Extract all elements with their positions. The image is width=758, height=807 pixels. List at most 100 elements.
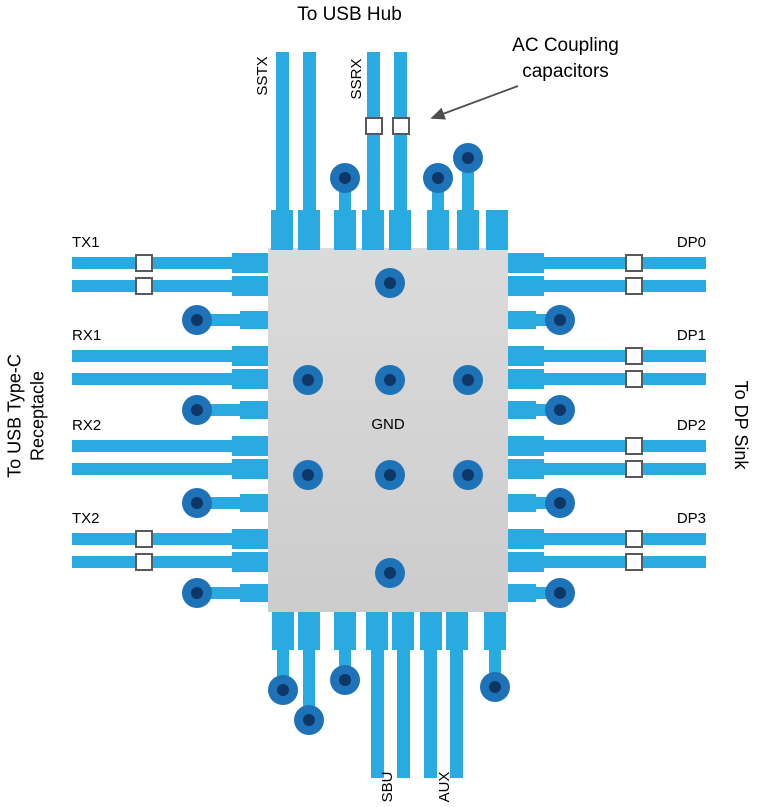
- via: [453, 143, 483, 173]
- pad: [508, 401, 536, 419]
- ac-coupling-capacitor: [625, 277, 643, 295]
- rx1-trace: [72, 373, 268, 385]
- pad: [508, 276, 544, 296]
- via: [182, 305, 212, 335]
- via: [545, 305, 575, 335]
- pad: [508, 584, 536, 602]
- pad: [508, 552, 544, 572]
- chip-ground-pad: GND: [268, 248, 508, 612]
- pad: [298, 612, 320, 650]
- label-ac-coupling: AC Coupling capacitors: [488, 33, 643, 85]
- label-ssrx: SSRX: [348, 58, 365, 100]
- pad: [240, 401, 268, 419]
- ac-coupling-capacitor: [392, 117, 410, 135]
- via: [330, 665, 360, 695]
- ac-coupling-capacitor: [135, 553, 153, 571]
- dp0-trace: [508, 257, 706, 269]
- dp2-trace: [508, 463, 706, 475]
- label-to-usb-typec-receptacle: To USB Type-C Receptacle: [4, 304, 50, 529]
- label-ac-coupling-line2: capacitors: [522, 61, 609, 82]
- label-to-usb-hub: To USB Hub: [297, 4, 402, 25]
- ac-coupling-capacitor: [625, 347, 643, 365]
- via: [375, 558, 405, 588]
- label-rx2: RX2: [72, 417, 102, 434]
- ssrx-trace: [394, 52, 407, 250]
- aux-trace: [450, 612, 463, 778]
- rx2-trace: [72, 463, 268, 475]
- pad: [508, 311, 536, 329]
- pad: [232, 276, 268, 296]
- pad: [232, 436, 268, 456]
- dp3-trace: [508, 533, 706, 545]
- label-dp1: DP1: [676, 327, 706, 344]
- rx2-trace: [72, 440, 268, 452]
- pad: [298, 210, 320, 250]
- pad: [232, 459, 268, 479]
- via: [375, 268, 405, 298]
- label-tx2: TX2: [72, 510, 100, 527]
- via: [480, 672, 510, 702]
- tx1-trace: [72, 280, 268, 292]
- via: [375, 460, 405, 490]
- via: [375, 365, 405, 395]
- pad: [232, 529, 268, 549]
- ac-coupling-capacitor: [625, 370, 643, 388]
- label-to-usb-typec-line2: Receptacle: [27, 370, 48, 462]
- pad: [457, 210, 479, 250]
- pad: [508, 459, 544, 479]
- tx2-trace: [72, 533, 268, 545]
- sbu-trace: [371, 612, 384, 778]
- rx1-trace: [72, 350, 268, 362]
- ac-coupling-capacitor: [625, 460, 643, 478]
- pad: [232, 253, 268, 273]
- ac-coupling-capacitor: [135, 277, 153, 295]
- aux-trace: [424, 612, 437, 778]
- dp1-trace: [508, 373, 706, 385]
- via: [182, 488, 212, 518]
- ac-coupling-capacitor: [135, 530, 153, 548]
- via: [545, 578, 575, 608]
- label-dp0: DP0: [676, 234, 706, 251]
- sbu-trace: [397, 612, 410, 778]
- pad: [232, 346, 268, 366]
- pad: [484, 612, 506, 650]
- via: [330, 163, 360, 193]
- pad: [362, 210, 384, 250]
- via: [268, 675, 298, 705]
- via: [545, 488, 575, 518]
- via: [294, 705, 324, 735]
- ssrx-trace: [367, 52, 380, 250]
- label-to-usb-typec-line1: To USB Type-C: [4, 354, 25, 478]
- pad: [334, 612, 356, 650]
- pad: [508, 436, 544, 456]
- pad: [232, 369, 268, 389]
- pad: [240, 584, 268, 602]
- via-stub-trace: [303, 648, 315, 722]
- dp0-trace: [508, 280, 706, 292]
- ac-coupling-capacitor: [625, 254, 643, 272]
- pad: [272, 612, 294, 650]
- dp1-trace: [508, 350, 706, 362]
- ac-coupling-capacitor: [365, 117, 383, 135]
- ac-coupling-capacitor: [625, 553, 643, 571]
- label-dp2: DP2: [676, 417, 706, 434]
- pad: [508, 494, 536, 512]
- pad: [508, 369, 544, 389]
- sstx-trace: [276, 52, 289, 250]
- pad: [240, 311, 268, 329]
- pad: [232, 552, 268, 572]
- label-sstx: SSTX: [254, 56, 271, 96]
- pad: [508, 529, 544, 549]
- via: [293, 365, 323, 395]
- pad: [508, 346, 544, 366]
- ac-coupling-capacitor: [625, 437, 643, 455]
- via: [545, 395, 575, 425]
- via: [182, 395, 212, 425]
- via: [293, 460, 323, 490]
- label-tx1: TX1: [72, 234, 100, 251]
- via: [423, 163, 453, 193]
- via: [182, 578, 212, 608]
- pad: [508, 253, 544, 273]
- pad: [240, 494, 268, 512]
